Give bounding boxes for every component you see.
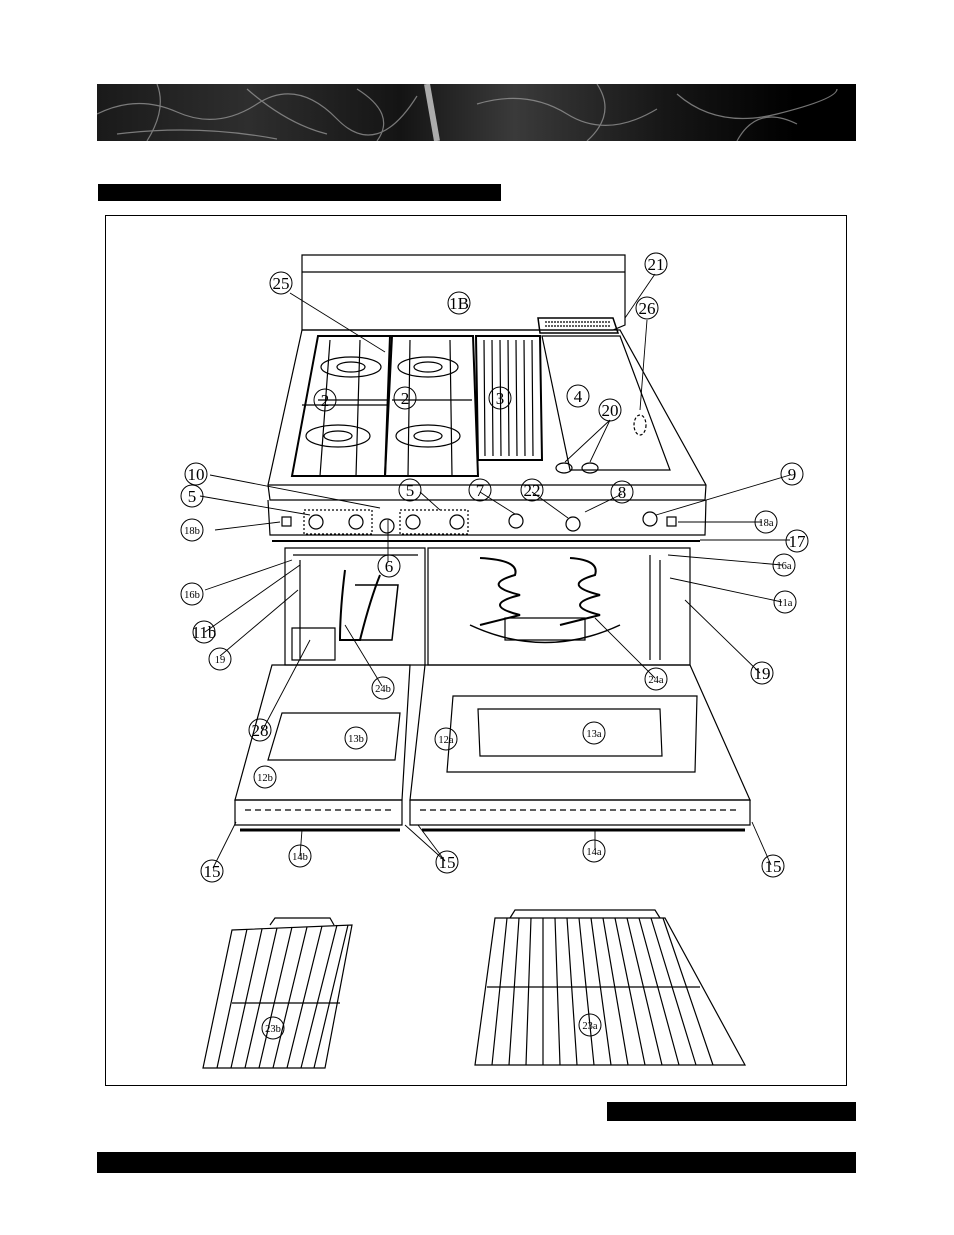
rack-23b — [203, 918, 352, 1068]
callout-1B: 1B — [449, 294, 469, 313]
callout-10: 10 — [188, 465, 205, 484]
callout-16a: 16a — [776, 561, 792, 572]
callout-20: 20 — [602, 401, 619, 420]
right-oven — [428, 548, 690, 665]
callout-16b: 16b — [184, 590, 200, 601]
callout-24a: 24a — [648, 675, 664, 686]
callout-18a: 18a — [758, 518, 774, 529]
callout-24b: 24b — [375, 684, 391, 695]
callout-18b: 18b — [184, 526, 200, 537]
control-panel — [268, 500, 706, 541]
callout-14a: 14a — [586, 847, 602, 858]
callout-2b: 2 — [401, 389, 410, 408]
griddle-plate — [538, 318, 670, 473]
callout-11a: 11a — [778, 598, 793, 609]
callout-15c: 15 — [765, 857, 782, 876]
callout-26: 26 — [639, 299, 656, 318]
leader-lines — [200, 274, 790, 868]
callout-28: 28 — [252, 721, 269, 740]
callout-9: 9 — [788, 465, 797, 484]
callout-19a: 19 — [754, 664, 771, 683]
rack-23a — [475, 910, 745, 1065]
callout-11b: 19 — [215, 655, 226, 666]
callout-2a: 2 — [321, 391, 330, 410]
char-grill — [476, 336, 542, 460]
callout-5b: 5 — [406, 481, 415, 500]
callout-19b: 11b — [192, 623, 217, 642]
callout-22: 22 — [524, 481, 541, 500]
callout-15a: 15 — [204, 862, 221, 881]
callout-17: 17 — [789, 532, 807, 551]
callout-8: 8 — [618, 483, 627, 502]
callout-6: 6 — [385, 557, 394, 576]
callout-13b: 13b — [348, 734, 364, 745]
callout-13a: 13a — [586, 729, 602, 740]
callout-15b: 15 — [439, 853, 456, 872]
callout-21: 21 — [648, 255, 665, 274]
callout-3: 3 — [496, 389, 505, 408]
callout-4: 4 — [574, 387, 583, 406]
callout-23b: 23b — [265, 1024, 281, 1035]
callout-12b: 12b — [257, 773, 273, 784]
callout-12a: 12a — [438, 735, 454, 746]
right-oven-door — [410, 665, 750, 830]
callout-25: 25 — [273, 274, 290, 293]
callout-23a: 23a — [582, 1021, 598, 1032]
callout-7: 7 — [476, 481, 485, 500]
callout-14b: 14b — [292, 852, 308, 863]
callout-5a: 5 — [188, 487, 197, 506]
